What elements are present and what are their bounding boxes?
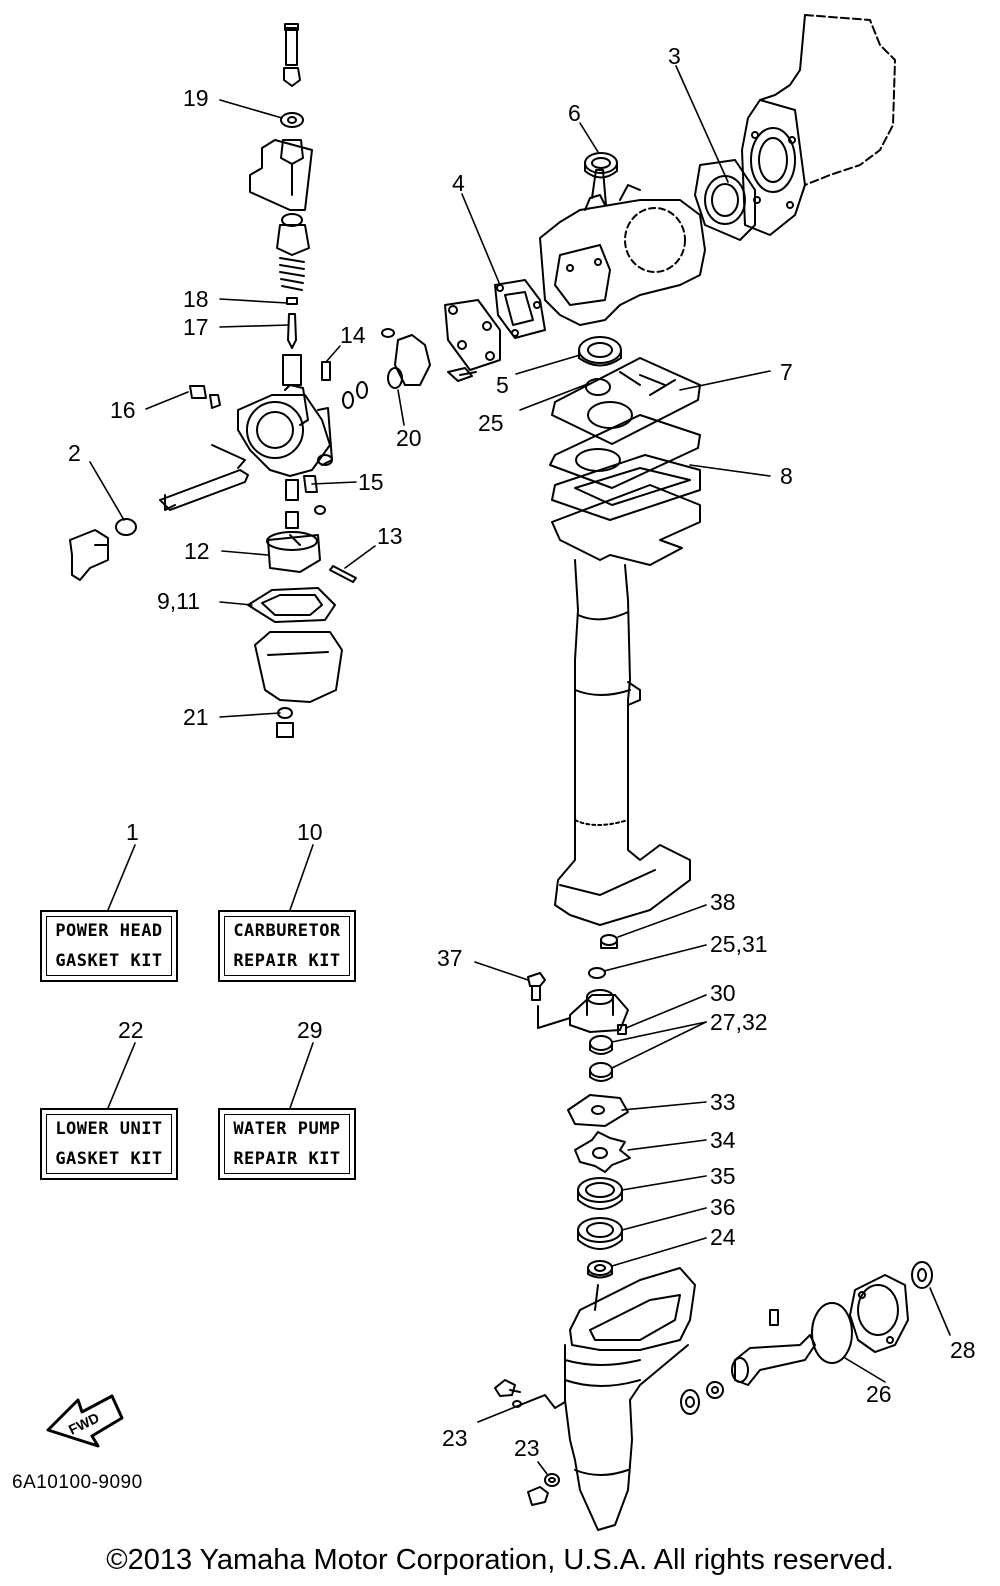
callout-20: 20	[396, 425, 422, 451]
callout-34: 34	[710, 1127, 736, 1153]
callout-36: 36	[710, 1194, 736, 1220]
cylinder-block	[539, 169, 706, 326]
callout-26: 26	[866, 1381, 892, 1407]
kit-22-line-1: LOWER UNIT	[55, 1119, 163, 1139]
crankcase-assembly	[741, 14, 896, 236]
leader-lines	[89, 65, 951, 1475]
lower-unit-gasket-kit-box: LOWER UNIT GASKET KIT	[40, 1108, 178, 1180]
lower-unit	[564, 1267, 696, 1531]
callout-8: 8	[780, 463, 793, 489]
kit-29-line-1: WATER PUMP	[233, 1119, 341, 1139]
callout-22: 22	[118, 1017, 144, 1043]
oil-seal-6	[584, 152, 618, 179]
upper-casing	[551, 484, 701, 926]
callout-10: 10	[297, 819, 323, 845]
callout-9-11: 9,11	[157, 588, 200, 614]
plates-gaskets-7-8	[549, 357, 701, 521]
callout-23b: 23	[514, 1435, 540, 1461]
kit-29-line-2: REPAIR KIT	[233, 1149, 341, 1169]
fuel-joint-20	[342, 328, 431, 409]
callout-15: 15	[358, 469, 384, 495]
callout-24: 24	[710, 1224, 736, 1250]
drawing-code: 6A10100-9090	[12, 1472, 143, 1493]
callout-6: 6	[568, 100, 581, 126]
fwd-arrow: FWD	[46, 1394, 124, 1448]
kit-22-line-2: GASKET KIT	[55, 1149, 163, 1169]
propeller-shaft-parts	[680, 1261, 933, 1415]
kit-1-line-1: POWER HEAD	[55, 921, 163, 941]
callout-4: 4	[452, 170, 465, 196]
callout-29: 29	[297, 1017, 323, 1043]
water-pump-assembly	[527, 934, 631, 1279]
callout-21: 21	[183, 704, 209, 730]
kit-10-line-2: REPAIR KIT	[233, 951, 341, 971]
callout-37: 37	[437, 945, 463, 971]
power-head-gasket-kit-box: POWER HEAD GASKET KIT	[40, 910, 178, 982]
callout-18: 18	[183, 286, 209, 312]
copyright-notice: ©2013 Yamaha Motor Corporation, U.S.A. A…	[106, 1544, 894, 1576]
callout-13: 13	[377, 523, 403, 549]
bearing-5	[578, 336, 622, 367]
callout-5: 5	[496, 372, 509, 398]
callout-2: 2	[68, 440, 81, 466]
callout-12: 12	[184, 538, 210, 564]
water-pump-repair-kit-box: WATER PUMP REPAIR KIT	[218, 1108, 356, 1180]
callout-28: 28	[950, 1337, 976, 1363]
callout-16: 16	[110, 397, 136, 423]
callout-1: 1	[126, 819, 139, 845]
callout-25-31: 25,31	[710, 931, 768, 957]
kit-1-line-2: GASKET KIT	[55, 951, 163, 971]
callout-35: 35	[710, 1163, 736, 1189]
callout-33: 33	[710, 1089, 736, 1115]
callout-17: 17	[183, 314, 209, 340]
kit-10-line-1: CARBURETOR	[233, 921, 341, 941]
exhaust-gasket-3	[694, 159, 756, 241]
callout-labels: 19 18 17 14 16 2 15 12 13 9,11 21 20 3 6…	[68, 43, 976, 1461]
callout-27-32: 27,32	[710, 1009, 768, 1035]
callout-38: 38	[710, 889, 736, 915]
intake-cover	[444, 299, 501, 382]
callout-25: 25	[478, 410, 504, 436]
callout-14: 14	[340, 322, 366, 348]
drain-screws-23	[494, 1379, 566, 1506]
callout-19: 19	[183, 85, 209, 111]
callout-3: 3	[668, 43, 681, 69]
callout-23a: 23	[442, 1425, 468, 1451]
carburetor-repair-kit-box: CARBURETOR REPAIR KIT	[218, 910, 356, 982]
callout-7: 7	[780, 359, 793, 385]
callout-30: 30	[710, 980, 736, 1006]
carburetor-assembly	[69, 23, 357, 738]
reed-gasket-4	[494, 279, 546, 339]
